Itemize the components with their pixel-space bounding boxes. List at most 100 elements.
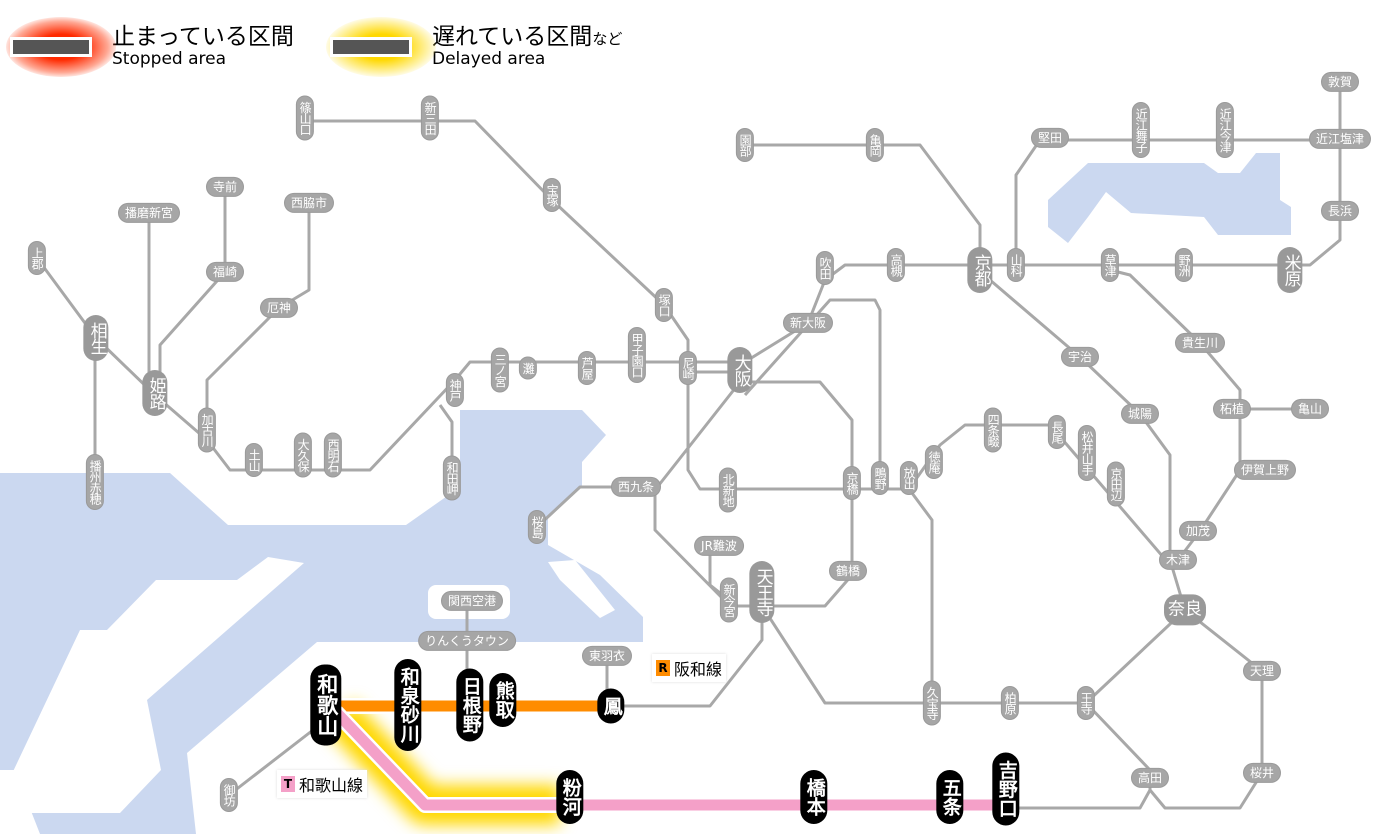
affected-station-label: 和泉砂川 <box>394 659 422 751</box>
station-label: 土山 <box>245 444 263 476</box>
affected-station-label: 鳳 <box>597 688 625 724</box>
rail-track <box>745 143 982 265</box>
station-label: 東羽衣 <box>582 646 632 666</box>
rail-track <box>228 718 327 797</box>
station-label: 吹田 <box>816 252 834 284</box>
affected-station-label: 粉河 <box>556 770 584 824</box>
station-label: 加古川 <box>198 408 216 452</box>
station-label: 塚口 <box>655 289 673 321</box>
station-label: 播磨新宮 <box>118 203 180 223</box>
station-label: 京田辺 <box>1107 462 1125 506</box>
line-name-hanwa: 阪和線 <box>674 660 723 679</box>
legend-stopped: 止まっている区間 Stopped area <box>6 17 294 77</box>
legend-delayed-en: Delayed area <box>432 49 546 70</box>
station-label: 長尾 <box>1048 416 1066 448</box>
station-label: 新大阪 <box>783 313 833 333</box>
station-label: 新今宮 <box>720 578 738 622</box>
station-label: 柏原 <box>1001 687 1019 719</box>
legend-stopped-en: Stopped area <box>112 49 227 70</box>
station-label: 姫路 <box>143 371 167 415</box>
rail-track <box>1014 138 1340 265</box>
station-label: 甲子園口 <box>628 328 646 382</box>
station-label: 新三田 <box>421 96 439 140</box>
station-label: 寺前 <box>206 177 244 197</box>
station-label: 西明石 <box>324 433 342 477</box>
rail-track <box>1148 608 1264 810</box>
coast-land <box>0 770 40 834</box>
station-label: 尼崎 <box>679 352 697 384</box>
affected-station-label: 和歌山 <box>310 664 342 746</box>
port-island <box>548 560 615 618</box>
water-layer <box>0 153 1291 834</box>
station-label: 放出 <box>900 462 918 494</box>
station-label: 久宝寺 <box>923 681 941 725</box>
station-label: 西九条 <box>611 477 661 497</box>
station-label: 神戸 <box>446 374 464 406</box>
rail-track <box>305 119 909 491</box>
line-badge-hanwa[interactable]: R 阪和線 <box>652 654 727 682</box>
station-label: 大久保 <box>294 433 312 477</box>
station-label: りんくうタウン <box>419 631 515 651</box>
station-label: 加茂 <box>1179 521 1217 541</box>
station-label: 宇治 <box>1061 347 1099 367</box>
station-label: 大阪 <box>728 348 752 392</box>
station-label: 三ノ宮 <box>491 348 509 392</box>
station-label: 御坊 <box>220 779 238 811</box>
station-label: 米原 <box>1278 248 1302 292</box>
rail-track <box>907 423 1172 566</box>
station-label: 鴫野 <box>871 462 889 494</box>
station-label: 天王寺 <box>750 562 774 622</box>
station-label: 松井山手 <box>1078 426 1096 480</box>
station-label: 高槻 <box>887 249 905 281</box>
station-label: 伊賀上野 <box>1234 460 1296 480</box>
station-label: 相生 <box>84 316 108 360</box>
station-label: 関西空港 <box>441 591 503 611</box>
station-label: 城陽 <box>1121 404 1159 424</box>
stopped-line-swatch <box>10 37 92 57</box>
station-label: 王寺 <box>1077 687 1095 719</box>
glow-layer <box>304 684 1012 825</box>
station-label: 和田岬 <box>443 456 461 500</box>
rail-track <box>35 257 740 472</box>
station-label: 京橋 <box>843 467 861 499</box>
station-label: 木津 <box>1159 550 1197 570</box>
station-label: 北新地 <box>719 468 737 512</box>
affected-station-label: 日根野 <box>456 668 484 742</box>
station-label: 園部 <box>736 129 754 161</box>
rail-track <box>1109 268 1310 411</box>
station-label: 敦賀 <box>1321 72 1359 92</box>
legend-delayed-suffix: など <box>592 30 623 48</box>
station-label: JR難波 <box>695 536 743 556</box>
station-label: 柘植 <box>1213 399 1251 419</box>
station-label: 堅田 <box>1031 128 1069 148</box>
rail-track <box>1176 409 1242 561</box>
station-label: 京都 <box>968 248 992 292</box>
line-letter-t: T <box>281 776 295 792</box>
legend-stopped-jp: 止まっている区間 <box>112 24 294 50</box>
station-label: 草津 <box>1101 249 1119 281</box>
station-label: 貴生川 <box>1175 333 1225 353</box>
station-label: 天理 <box>1243 661 1281 681</box>
station-label: 厄神 <box>260 298 298 318</box>
station-label: 近江舞子 <box>1132 103 1150 157</box>
station-label: 桜井 <box>1243 763 1281 783</box>
station-label: 野洲 <box>1175 249 1193 281</box>
rail-track <box>653 380 854 608</box>
station-label: 四条畷 <box>984 408 1002 452</box>
station-label: 徳庵 <box>925 446 943 478</box>
station-label: 播州赤穂 <box>86 455 104 509</box>
line-badge-wakayama[interactable]: T 和歌山線 <box>277 770 368 798</box>
legend-delayed-jp: 遅れている区間 <box>432 24 593 50</box>
station-label: 宝塚 <box>543 179 561 211</box>
rail-track <box>907 488 934 703</box>
lake-biwa <box>1048 153 1291 243</box>
station-label: 西脇市 <box>284 193 334 213</box>
station-label: 鶴橋 <box>829 561 867 581</box>
station-label: 奈良 <box>1165 595 1205 625</box>
station-label: 福崎 <box>206 262 244 282</box>
station-label: 近江今津 <box>1216 103 1234 157</box>
station-label: 桜島 <box>528 511 546 543</box>
station-label: 芦屋 <box>578 352 596 384</box>
station-label: 近江塩津 <box>1309 129 1371 149</box>
